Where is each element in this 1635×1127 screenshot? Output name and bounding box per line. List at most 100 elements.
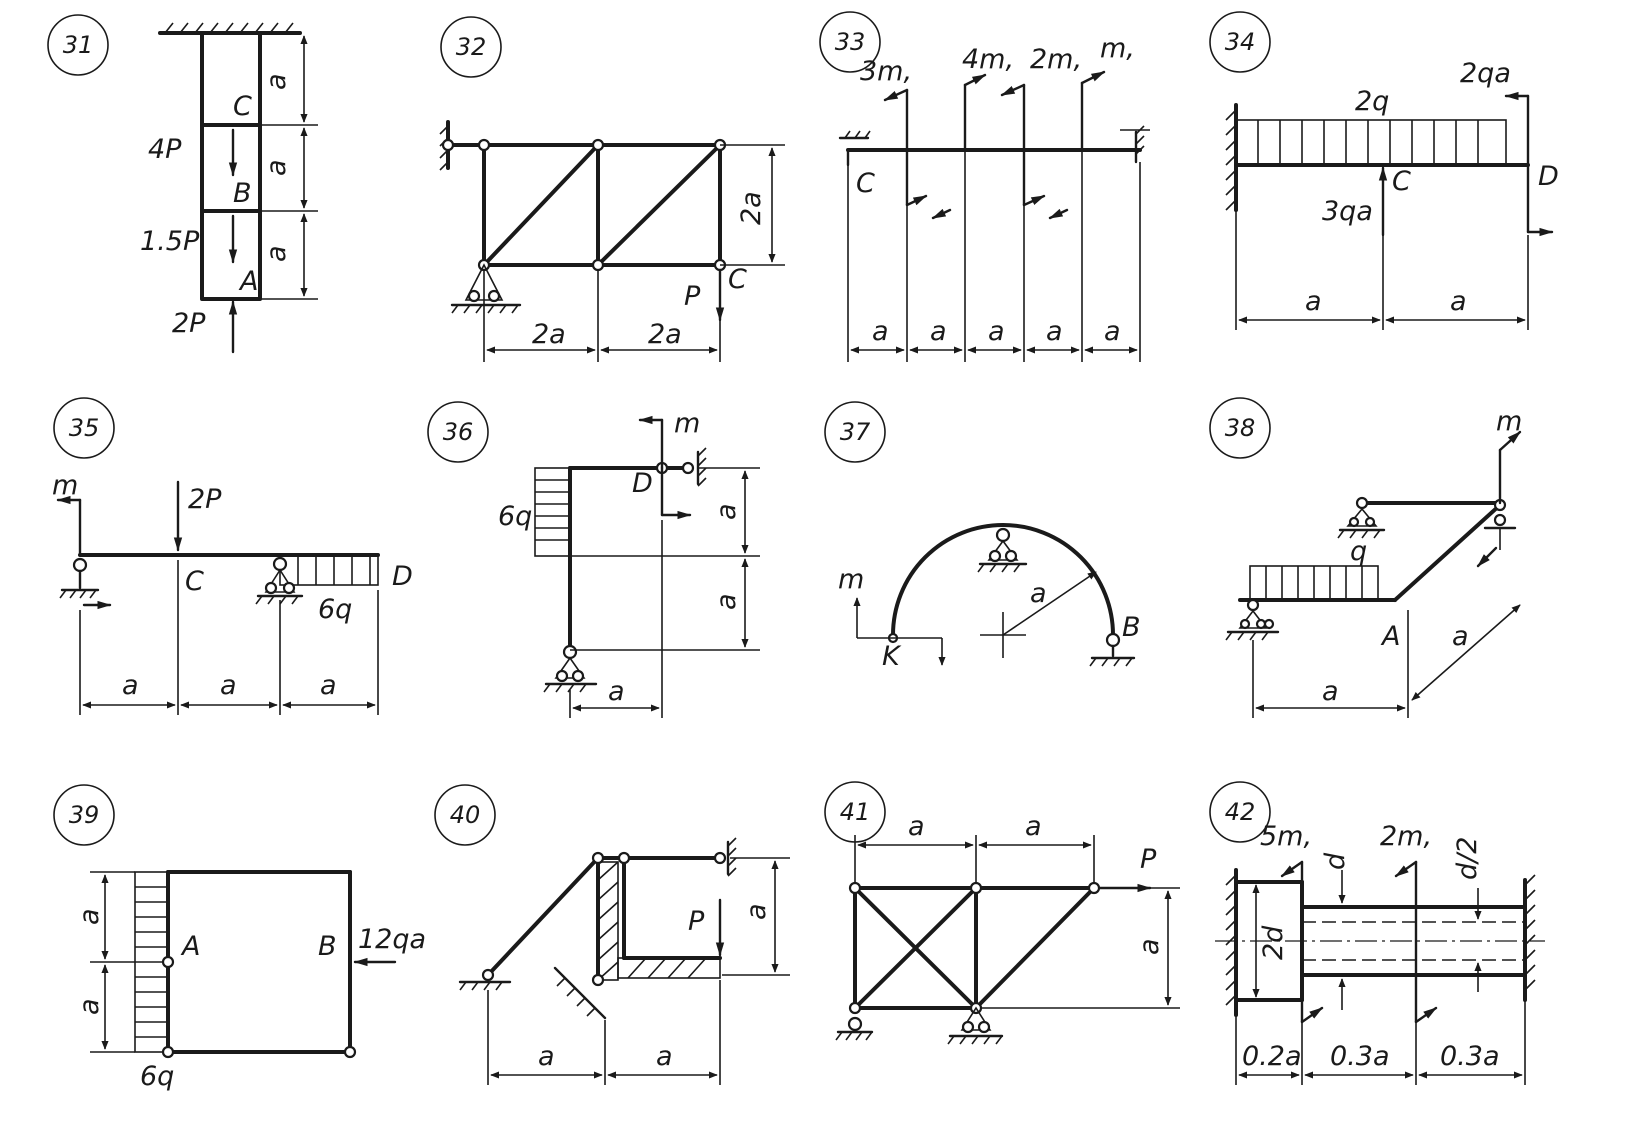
problem-number-circle — [819, 11, 881, 73]
problem-number: 41 — [840, 798, 871, 826]
torque-1 — [883, 88, 928, 207]
label-d-half: d/2 — [1452, 837, 1483, 880]
label-d: D — [632, 468, 653, 499]
dim-label-a2: a — [261, 159, 292, 176]
label-d: D — [392, 561, 413, 592]
problem-number: 40 — [450, 801, 481, 829]
radius-a — [1002, 571, 1097, 636]
problem-number: 36 — [443, 418, 474, 446]
inclined-bar — [486, 856, 600, 977]
label-a-point: A — [180, 931, 200, 962]
label-a-point: A — [1380, 621, 1400, 652]
label-d: d — [1320, 852, 1351, 870]
problem-number: 35 — [69, 414, 100, 442]
load-4p: 4P — [148, 134, 182, 165]
svg-text:a: a — [741, 903, 772, 920]
label-b: B — [233, 178, 252, 209]
svg-text:a: a — [608, 676, 625, 707]
problem-number-circle — [440, 16, 502, 78]
label-c: C — [728, 264, 747, 295]
label-6q: 6q — [498, 501, 532, 532]
problem-35: 35 m 2P C 6q D a a a — [52, 397, 413, 715]
svg-text:a: a — [538, 1041, 555, 1072]
problem-39: 39 A B 12qa 6q a a — [53, 784, 426, 1092]
problem-number: 38 — [1225, 414, 1256, 442]
label-2qa: 2qa — [1460, 58, 1511, 89]
label-2m: 2m, — [1030, 44, 1082, 75]
svg-text:a: a — [122, 670, 139, 701]
problem-number-circle — [1209, 781, 1271, 843]
problem-number-circle — [53, 784, 115, 846]
svg-text:a: a — [1104, 316, 1121, 347]
problem-number: 33 — [835, 28, 866, 56]
torque-2m — [1394, 860, 1418, 878]
svg-text:a: a — [656, 1041, 673, 1072]
label-6q: 6q — [140, 1061, 174, 1092]
dim-label-2a-2: 2a — [648, 319, 682, 350]
problem-36: 36 m D 6q a a a — [427, 401, 760, 718]
problem-31: 31 C B A 4P 1.5P 2P a a a — [47, 14, 318, 354]
dim-label-a3: a — [261, 245, 292, 262]
svg-text:a: a — [1305, 286, 1322, 317]
label-m: m — [838, 564, 864, 595]
problem-37: 37 B m K a — [824, 401, 1141, 672]
label-d: D — [1538, 161, 1559, 192]
label-m: m, — [1100, 33, 1135, 64]
svg-text:a: a — [711, 593, 742, 610]
svg-text:0.2a: 0.2a — [1242, 1041, 1301, 1072]
svg-text:a: a — [74, 998, 105, 1015]
torque-3 — [1000, 83, 1046, 207]
label-a: A — [238, 266, 258, 297]
load-2p: 2P — [172, 308, 206, 339]
svg-text:a: a — [988, 316, 1005, 347]
problem-41: 41 P a a a — [824, 781, 1180, 1045]
label-p: P — [684, 281, 701, 312]
label-c: C — [856, 168, 875, 199]
problem-34: 34 2q 2qa 3qa C D a a — [1209, 11, 1559, 330]
label-k: K — [882, 641, 902, 672]
problem-number: 31 — [63, 31, 94, 59]
problem-33: 33 3m, 4m, 2m, m, C — [819, 11, 1150, 362]
label-4m: 4m, — [962, 44, 1014, 75]
problem-number: 37 — [840, 418, 871, 446]
load-1.5p: 1.5P — [140, 226, 200, 257]
problem-number-circle — [53, 397, 115, 459]
problem-42: 42 5m, 2m, d d/2 2d 0.2a 0.3a 0.3 — [1209, 781, 1545, 1085]
distributed-load-2q — [1235, 119, 1507, 166]
label-2m: 2m, — [1380, 821, 1432, 852]
problem-number: 39 — [69, 801, 100, 829]
svg-text:a: a — [220, 670, 237, 701]
svg-text:a: a — [1450, 286, 1467, 317]
svg-text:a: a — [711, 503, 742, 520]
problem-number: 34 — [1225, 28, 1256, 56]
label-2q: 2q — [1355, 86, 1389, 117]
label-6q: 6q — [318, 594, 352, 625]
problem-32: 32 P C 2a 2a 2a — [439, 16, 785, 362]
problem-number-circle — [1209, 397, 1271, 459]
label-c: C — [185, 566, 204, 597]
svg-text:a: a — [1452, 621, 1469, 652]
label-12qa: 12qa — [358, 924, 426, 955]
label-5m: 5m, — [1260, 821, 1312, 852]
bar — [200, 31, 262, 301]
torque-2 — [931, 73, 987, 220]
label-3qa: 3qa — [1322, 196, 1373, 227]
label-c: C — [233, 91, 252, 122]
svg-text:0.3a: 0.3a — [1330, 1041, 1389, 1072]
svg-text:a: a — [908, 811, 925, 842]
svg-text:a: a — [1046, 316, 1063, 347]
label-c: C — [1392, 166, 1411, 197]
svg-text:0.3a: 0.3a — [1440, 1041, 1499, 1072]
problem-number-circle — [1209, 11, 1271, 73]
problem-number: 42 — [1225, 798, 1256, 826]
label-m: m — [674, 408, 700, 439]
svg-text:a: a — [320, 670, 337, 701]
moment-m — [1498, 430, 1522, 452]
problem-number-circle — [824, 401, 886, 463]
label-2d: 2d — [1258, 925, 1289, 960]
distributed-load-6q — [279, 554, 379, 586]
label-m: m — [1496, 406, 1522, 437]
svg-text:a: a — [872, 316, 889, 347]
label-p: P — [688, 906, 705, 937]
